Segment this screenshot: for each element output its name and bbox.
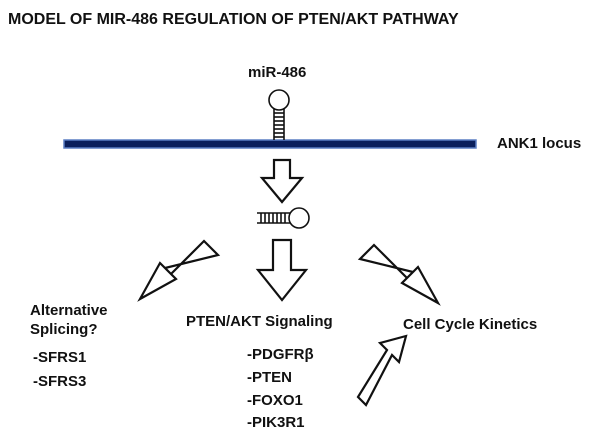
- down-arrow-icon: [259, 158, 305, 204]
- alt-splicing-item-sfrs1: -SFRS1: [33, 349, 87, 366]
- center-down-arrow-icon: [255, 238, 309, 302]
- processed-mirna-icon: [257, 207, 310, 229]
- cell-cycle-title: Cell Cycle Kinetics: [403, 316, 538, 333]
- pten-akt-item-pdgfrb: -PDGFRβ: [247, 346, 314, 363]
- alt-splicing-title-line2: Splicing?: [30, 321, 98, 338]
- up-right-arrow-icon: [356, 334, 408, 407]
- right-diagonal-arrow-icon: [357, 243, 441, 306]
- pten-akt-title: PTEN/AKT Signaling: [186, 313, 333, 330]
- pten-akt-item-pten: -PTEN: [247, 369, 292, 386]
- alt-splicing-item-sfrs3: -SFRS3: [33, 373, 87, 390]
- alt-splicing-title-line1: Alternative: [30, 302, 108, 319]
- left-diagonal-arrow-icon: [137, 239, 221, 302]
- diagram-title: MODEL OF MIR-486 REGULATION OF PTEN/AKT …: [8, 11, 459, 28]
- mir486-hairpin-icon: [268, 89, 290, 140]
- pten-akt-item-pik3r1: -PIK3R1: [247, 414, 305, 431]
- locus-label: ANK1 locus: [497, 135, 582, 152]
- ank1-locus-bar: [63, 139, 477, 149]
- pten-akt-item-foxo1: -FOXO1: [247, 392, 303, 409]
- mirna-label: miR-486: [248, 64, 307, 81]
